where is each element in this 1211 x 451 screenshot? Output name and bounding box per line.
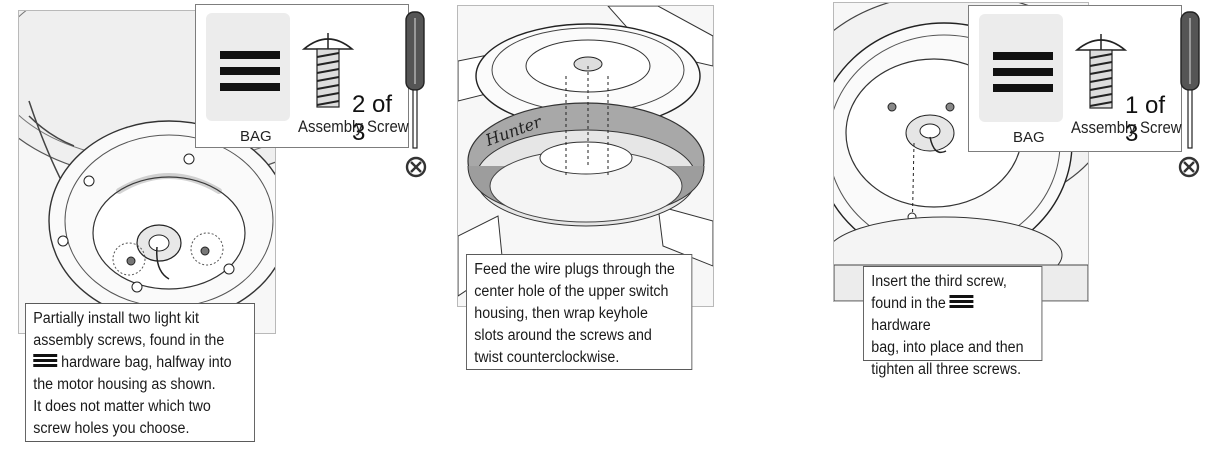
quantity-label: 2 of 3 <box>352 91 393 146</box>
caption-line: housing, then wrap keyhole <box>474 305 648 322</box>
caption-line: center hole of the upper switch <box>474 283 669 300</box>
screwdriver-icon <box>405 11 425 149</box>
caption-line: It does not matter which two <box>33 398 211 415</box>
bag-label: BAG <box>1013 129 1045 146</box>
hardware-name: Assembly Screw <box>298 117 409 136</box>
caption-line: the motor housing as shown. <box>33 376 216 393</box>
step-1-caption: Partially install two light kit assembly… <box>25 303 255 442</box>
caption-line: hardware bag, halfway into <box>33 352 246 374</box>
hardware-callout-1: BAG 2 of 3 Assembly Screw <box>195 4 409 148</box>
caption-line: found in the hardware <box>871 293 1034 337</box>
step-2-caption: Feed the wire plugs through the center h… <box>466 254 693 370</box>
caption-line: Insert the third screw, <box>871 273 1007 290</box>
screw-icon <box>301 33 355 108</box>
caption-line: slots around the screws and <box>474 327 652 344</box>
hardware-name: Assembly Screw <box>1071 118 1182 137</box>
not-included-icon <box>1178 156 1200 178</box>
triple-bar-icon <box>949 295 974 309</box>
hardware-callout-3: BAG 1 of 3 Assembly Screw <box>968 5 1182 152</box>
not-included-icon <box>405 156 427 178</box>
hardware-bag <box>206 13 290 121</box>
hardware-bag <box>979 14 1063 122</box>
caption-line: Partially install two light kit <box>33 310 199 327</box>
screwdriver-icon <box>1180 11 1200 149</box>
quantity-label: 1 of 3 <box>1125 92 1166 147</box>
caption-line: tighten all three screws. <box>871 361 1022 378</box>
caption-line: Feed the wire plugs through the <box>474 261 675 278</box>
step-3-caption: Insert the third screw, found in the har… <box>863 266 1043 378</box>
caption-line: bag, into place and then <box>871 339 1024 356</box>
caption-line: twist counterclockwise. <box>474 349 620 366</box>
screw-icon <box>1074 34 1128 109</box>
caption-line: assembly screws, found in the <box>33 332 225 349</box>
caption-line: screw holes you choose. <box>33 420 190 437</box>
triple-bar-icon <box>33 354 58 368</box>
bag-label: BAG <box>240 128 272 145</box>
